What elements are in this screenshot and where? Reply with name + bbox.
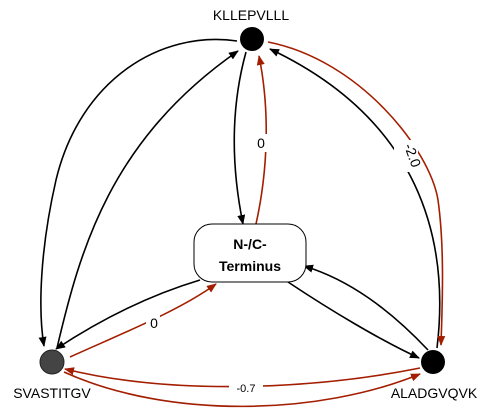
node-right-label: ALADGVQVK: [391, 385, 478, 401]
edge-left-to-center: [69, 283, 217, 358]
edge-left-to-top: [56, 50, 239, 349]
node-center-label-line1: N-/C-: [233, 236, 267, 252]
edge-label-left-right: -0.7: [237, 383, 256, 395]
node-top-label: KLLEPVLLL: [213, 7, 289, 23]
node-right[interactable]: [421, 350, 445, 374]
edge-top-to-left: [38, 38, 238, 347]
edge-top-to-right: [267, 41, 446, 346]
edge-label-top-right: -2.0: [401, 141, 424, 169]
edge-left-to-right: [63, 371, 421, 408]
node-center-label-line2: Terminus: [219, 258, 281, 274]
edge-label-bg-center-top: [254, 134, 268, 152]
edge-center-to-right: [287, 281, 420, 359]
edge-label-bg-left-center: [146, 314, 160, 332]
node-center[interactable]: [193, 223, 307, 283]
node-left[interactable]: [39, 349, 65, 375]
edge-label-left-center: 0: [150, 315, 158, 331]
edge-label-center-top: 0: [257, 135, 265, 151]
edge-label-bg-top-right: [394, 140, 418, 172]
edge-top-to-center: [233, 51, 247, 225]
edge-center-to-left: [55, 279, 201, 350]
node-top[interactable]: [240, 27, 264, 51]
node-left-label: SVASTITGV: [13, 385, 91, 401]
edge-right-to-center: [303, 264, 429, 351]
edge-right-to-top: [269, 48, 441, 349]
edge-label-bg-left-right: [229, 381, 263, 395]
